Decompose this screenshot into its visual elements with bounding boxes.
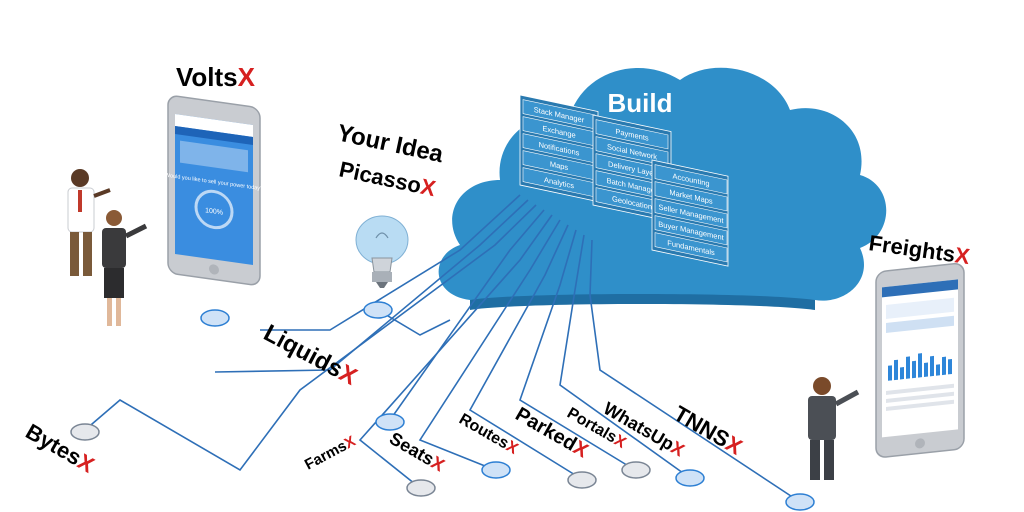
- nodes: [70, 301, 815, 511]
- svg-text:FreightsX: FreightsX: [867, 230, 971, 269]
- person-man-right: [808, 377, 860, 480]
- svg-text:FarmsX: FarmsX: [302, 433, 359, 474]
- node-tnns[interactable]: [785, 493, 815, 511]
- label-farms: FarmsX: [302, 433, 359, 474]
- cloud-title: Build: [608, 88, 673, 118]
- node-parked[interactable]: [567, 471, 597, 489]
- module-box: [654, 198, 728, 229]
- node-bytes[interactable]: [70, 423, 100, 441]
- light-bulb-icon: [355, 215, 409, 288]
- node-seats[interactable]: [406, 479, 436, 497]
- label-routes: RoutesX: [456, 411, 521, 458]
- build-cloud: Build Stack ManagerExchangeNotifications…: [438, 67, 887, 310]
- svg-text:RoutesX: RoutesX: [456, 411, 521, 458]
- node-whatsup[interactable]: [675, 469, 705, 487]
- person-man-left: [67, 169, 111, 276]
- label-freights: FreightsX: [867, 230, 971, 269]
- module-box: [654, 215, 728, 246]
- module-box: [654, 181, 728, 212]
- connection-wires: [84, 194, 801, 503]
- node-volts[interactable]: [200, 309, 230, 327]
- volts-phone-percent: 100%: [205, 207, 223, 216]
- node-farms[interactable]: [375, 413, 405, 431]
- module-box: [654, 164, 728, 195]
- person-woman-left: [102, 210, 148, 326]
- node-idea[interactable]: [363, 301, 393, 319]
- module-box: [595, 119, 669, 150]
- volts-tablet: Would you like to sell your power today?…: [165, 95, 263, 286]
- module-box: [654, 232, 728, 263]
- svg-text:VoltsX: VoltsX: [176, 62, 256, 92]
- freights-tablet: [875, 262, 965, 458]
- module-label: Maps: [550, 159, 569, 172]
- node-routes[interactable]: [481, 461, 511, 479]
- module-box: [595, 136, 669, 167]
- module-column-1: Stack ManagerExchangeNotificationsMapsAn…: [519, 94, 599, 203]
- label-volts: VoltsX: [176, 62, 256, 92]
- node-portals[interactable]: [621, 461, 651, 479]
